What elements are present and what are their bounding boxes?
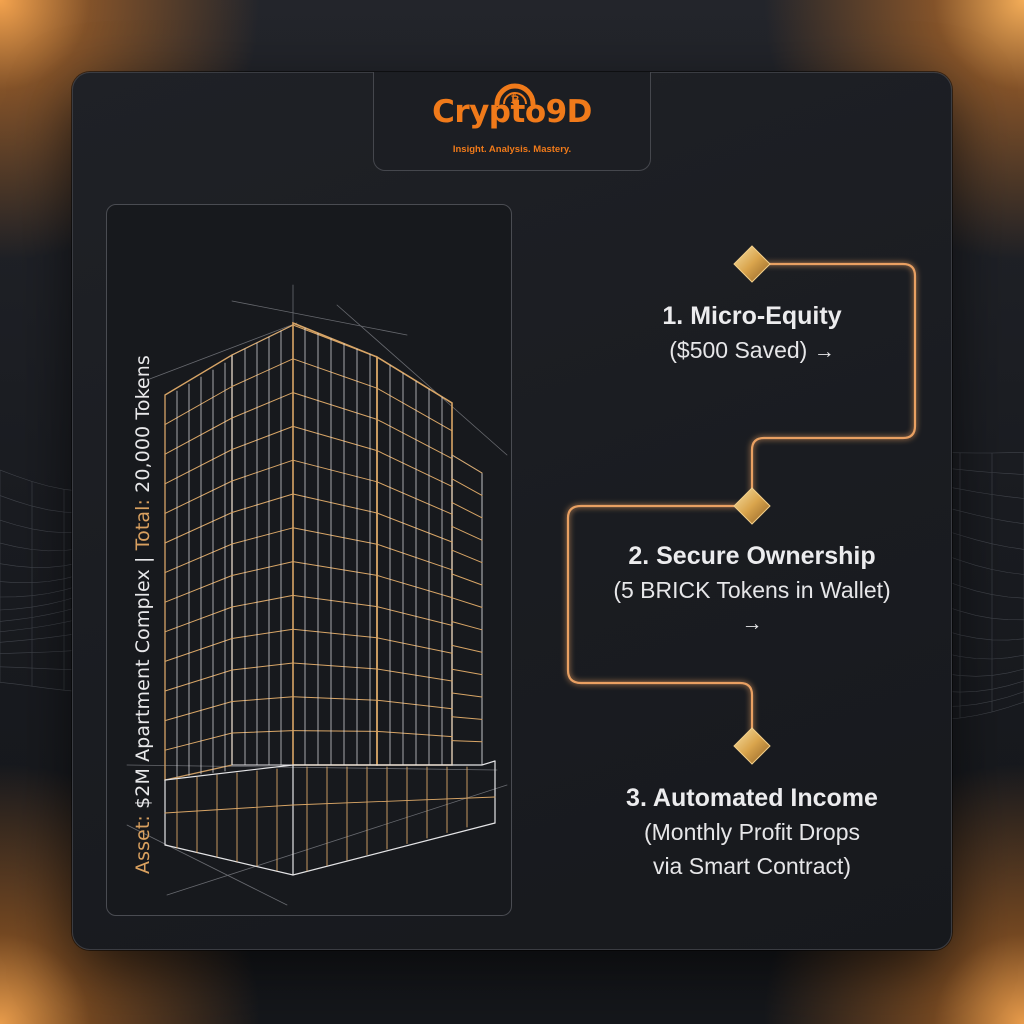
step-description: ($500 Saved) → <box>669 337 835 363</box>
step-description: (5 BRICK Tokens in Wallet) <box>613 577 891 603</box>
asset-separator: | <box>132 556 154 564</box>
step-description: (Monthly Profit Drops <box>643 819 860 845</box>
total-value: 20,000 Tokens <box>132 355 154 493</box>
step-automated-income: 3. Automated Income (Monthly Profit Drop… <box>572 781 932 883</box>
step-title: 2. Secure Ownership <box>628 542 876 570</box>
step-title: 1. Micro-Equity <box>662 302 842 330</box>
asset-prefix: Asset: <box>132 815 154 874</box>
step-secure-ownership: 2. Secure Ownership (5 BRICK Tokens in W… <box>572 539 932 641</box>
asset-value: $2M Apartment Complex <box>132 569 154 809</box>
step-micro-equity: 1. Micro-Equity ($500 Saved) → <box>572 299 932 369</box>
building-wireframe-illustration <box>126 284 508 906</box>
brand-name: Crypto9D <box>432 94 592 130</box>
right-arrow-icon: → <box>741 612 763 635</box>
building-panel <box>106 204 512 916</box>
svg-text:₿: ₿ <box>511 93 520 106</box>
total-prefix: Total: <box>132 499 154 551</box>
step-title: 3. Automated Income <box>626 784 878 812</box>
step-description: via Smart Contract) <box>652 853 852 879</box>
right-arrow-icon: → <box>813 340 835 363</box>
bitcoin-arc-icon: ₿ <box>494 83 536 106</box>
asset-vertical-label: Asset: $2M Apartment Complex | Total: 20… <box>132 264 154 874</box>
brand-tagline: Insight. Analysis. Mastery. <box>452 144 572 155</box>
